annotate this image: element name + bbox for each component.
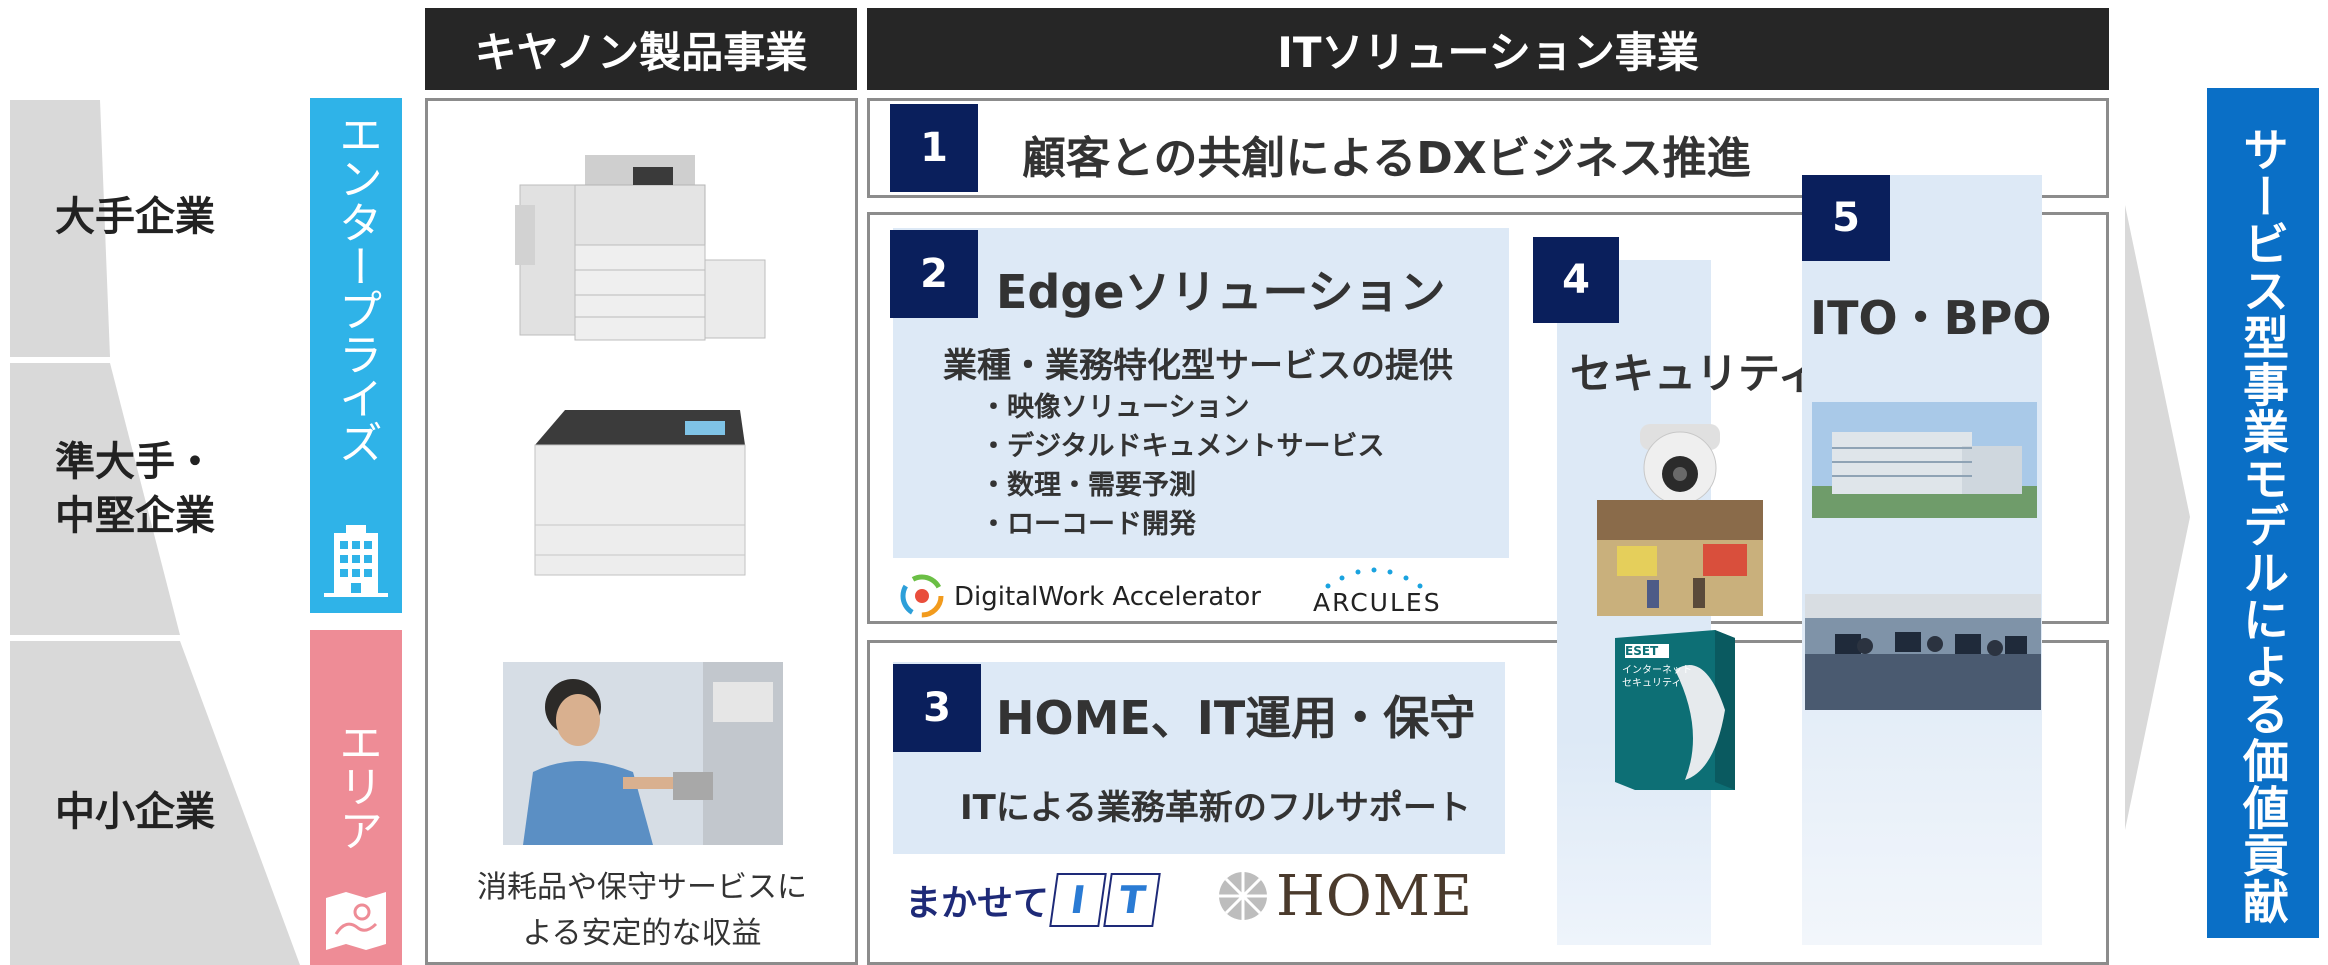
office-building-image: [1812, 402, 2037, 518]
section-1-number: 1: [890, 104, 978, 192]
canon-caption-line1: 消耗品や保守サービスに: [477, 870, 807, 905]
value-arrow: [2125, 205, 2190, 830]
pyramid-segment-small: [10, 641, 300, 965]
list-item: ・デジタルドキュメントサービス: [980, 431, 1385, 462]
area-channel-bar: エリア: [310, 630, 402, 965]
makasete-t-tile: T: [1103, 873, 1161, 927]
segment-mid-label: 準大手・ 中堅企業: [55, 439, 215, 539]
it-business-header: ITソリューション事業: [867, 8, 2109, 90]
section-2-bullet-list: ・映像ソリューション ・デジタルドキュメントサービス ・数理・需要予測 ・ローコ…: [980, 388, 1384, 544]
canon-business-header: キヤノン製品事業: [425, 8, 857, 90]
enterprise-label: エンタープライズ: [331, 112, 382, 464]
section-2-subtitle: 業種・業務特化型サービスの提供: [943, 346, 1453, 386]
section-4-number: 4: [1533, 237, 1619, 323]
enterprise-channel-bar: エンタープライズ: [310, 98, 402, 613]
eset-product-box-image: [1615, 630, 1735, 790]
section-5-column: [1802, 175, 2042, 945]
multifunction-printer-image: [515, 155, 766, 341]
surveillance-scene-image: [1597, 500, 1763, 616]
section-2-number: 2: [890, 230, 978, 318]
eset-product-label: インターネット セキュリティ: [1622, 665, 1692, 689]
list-item: ・映像ソリューション: [980, 392, 1250, 423]
section-3-number: 3: [893, 664, 981, 752]
building-icon: [324, 525, 388, 597]
maintenance-technician-photo: [503, 662, 783, 845]
map-icon: [326, 892, 386, 950]
digitalwork-accelerator-logo-icon: [900, 574, 944, 618]
makasete-i-tile: I: [1049, 873, 1107, 927]
section-4-title: セキュリティ: [1570, 349, 1820, 398]
home-logo-icon: [1219, 872, 1267, 920]
arcules-dots-icon: [1325, 567, 1423, 589]
section-3-title: HOME、IT運用・保守: [996, 691, 1476, 745]
section-3-subtitle: ITによる業務革新のフルサポート: [960, 788, 1471, 828]
service-model-banner: サービス型事業モデルによる価値貢献: [2207, 88, 2319, 938]
security-camera-image: [1640, 424, 1720, 505]
eset-brand-label: eset: [1625, 644, 1659, 658]
makasete-it-logo: まかせて I T: [905, 868, 1161, 932]
segment-pyramid: [10, 100, 300, 965]
section-5-title: ITO・BPO: [1810, 291, 2052, 345]
digitalwork-accelerator-logo: DigitalWork Accelerator: [954, 582, 1261, 612]
home-logo: HOME: [1276, 864, 1473, 929]
office-workspace-image: [1805, 594, 2041, 710]
segment-large-label: 大手企業: [55, 194, 215, 240]
list-item: ・数理・需要予測: [980, 470, 1196, 501]
section-2-content-box: [893, 228, 1509, 558]
area-label: エリア: [331, 720, 382, 852]
pyramid-segment-mid: [10, 363, 180, 635]
list-item: ・ローコード開発: [980, 509, 1196, 540]
section-1-title: 顧客との共創によるDXビジネス推進: [1022, 133, 1751, 184]
segment-small-label: 中小企業: [55, 789, 215, 835]
section-5-number: 5: [1802, 175, 1890, 261]
section-3-content-box: [893, 662, 1505, 854]
service-model-banner-text: サービス型事業モデルによる価値貢献: [2236, 126, 2290, 925]
pyramid-segment-large: [10, 100, 110, 357]
arcules-logo: ARCULES: [1313, 588, 1442, 617]
makasete-text: まかせて: [905, 883, 1050, 924]
canon-caption-line2: よる安定的な収益: [522, 916, 762, 951]
section-2-title: Edgeソリューション: [996, 265, 1446, 319]
laser-printer-image: [534, 410, 746, 576]
